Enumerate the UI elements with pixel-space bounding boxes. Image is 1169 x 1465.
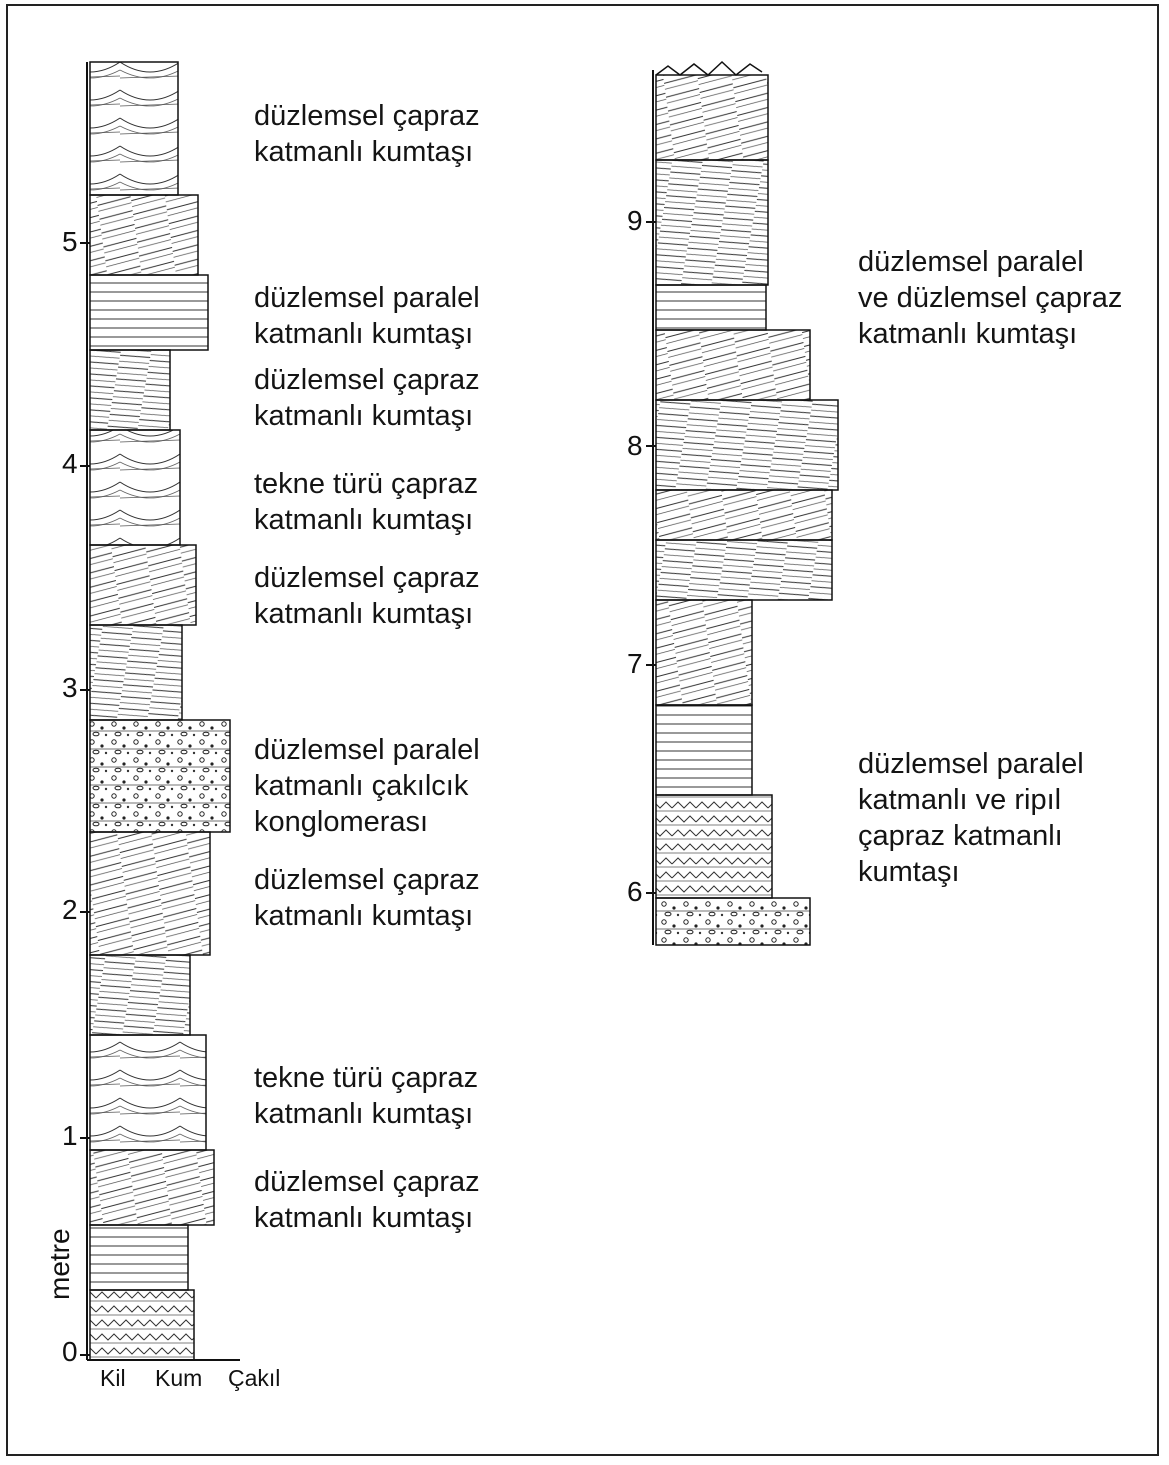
bed-cross-r3 [656,490,832,540]
bed-parallel-r2 [656,285,766,330]
bed-conglomerate [90,720,230,832]
tick-label-4: 4 [62,448,78,480]
bed-cross-r6 [656,160,768,285]
grain-label-kum: Kum [155,1365,202,1392]
bed-trough-cross-1 [90,1035,206,1150]
bed-cross-r5 [656,330,810,400]
bed-planar-cross-1 [90,1150,214,1225]
bed-planar-cross-3b [90,545,196,625]
tick-label-1: 1 [62,1120,78,1152]
tick-label-8: 8 [627,430,643,462]
bed-ripple-base [90,1290,194,1360]
bed-ripple [656,795,772,898]
left-column [80,62,240,1360]
right-column [646,62,838,945]
tick-label-3: 3 [62,672,78,704]
tick-label-0: 0 [62,1336,78,1368]
tick-label-7: 7 [627,648,643,680]
grain-label-kil: Kil [100,1365,126,1392]
bed-cross-r4 [656,400,838,490]
bed-planar-cross-2b [90,832,210,955]
bed-parallel-r1 [656,705,752,795]
bed-planar-cross-2a [90,955,190,1035]
tick-label-5: 5 [62,226,78,258]
bed-planar-cross-5a [90,195,198,275]
bed-cross-r1 [656,600,752,705]
erosional-top [656,62,762,75]
bed-cross-r7 [656,75,768,160]
tick-label-2: 2 [62,894,78,926]
bed-pebbly-base [656,898,810,945]
bed-parallel-lower [90,1225,188,1290]
bed-parallel [90,275,208,350]
axis-title-metre: metre [44,1228,76,1300]
tick-label-9: 9 [627,205,643,237]
tick-label-6: 6 [627,876,643,908]
bed-trough-cross-2 [90,430,180,545]
bed-cross-r2 [656,540,832,600]
bed-planar-cross-4 [90,350,170,430]
grain-label-cakil: Çakıl [228,1365,280,1392]
bed-planar-cross-3a [90,625,182,720]
bed-planar-cross-5b [90,62,178,195]
